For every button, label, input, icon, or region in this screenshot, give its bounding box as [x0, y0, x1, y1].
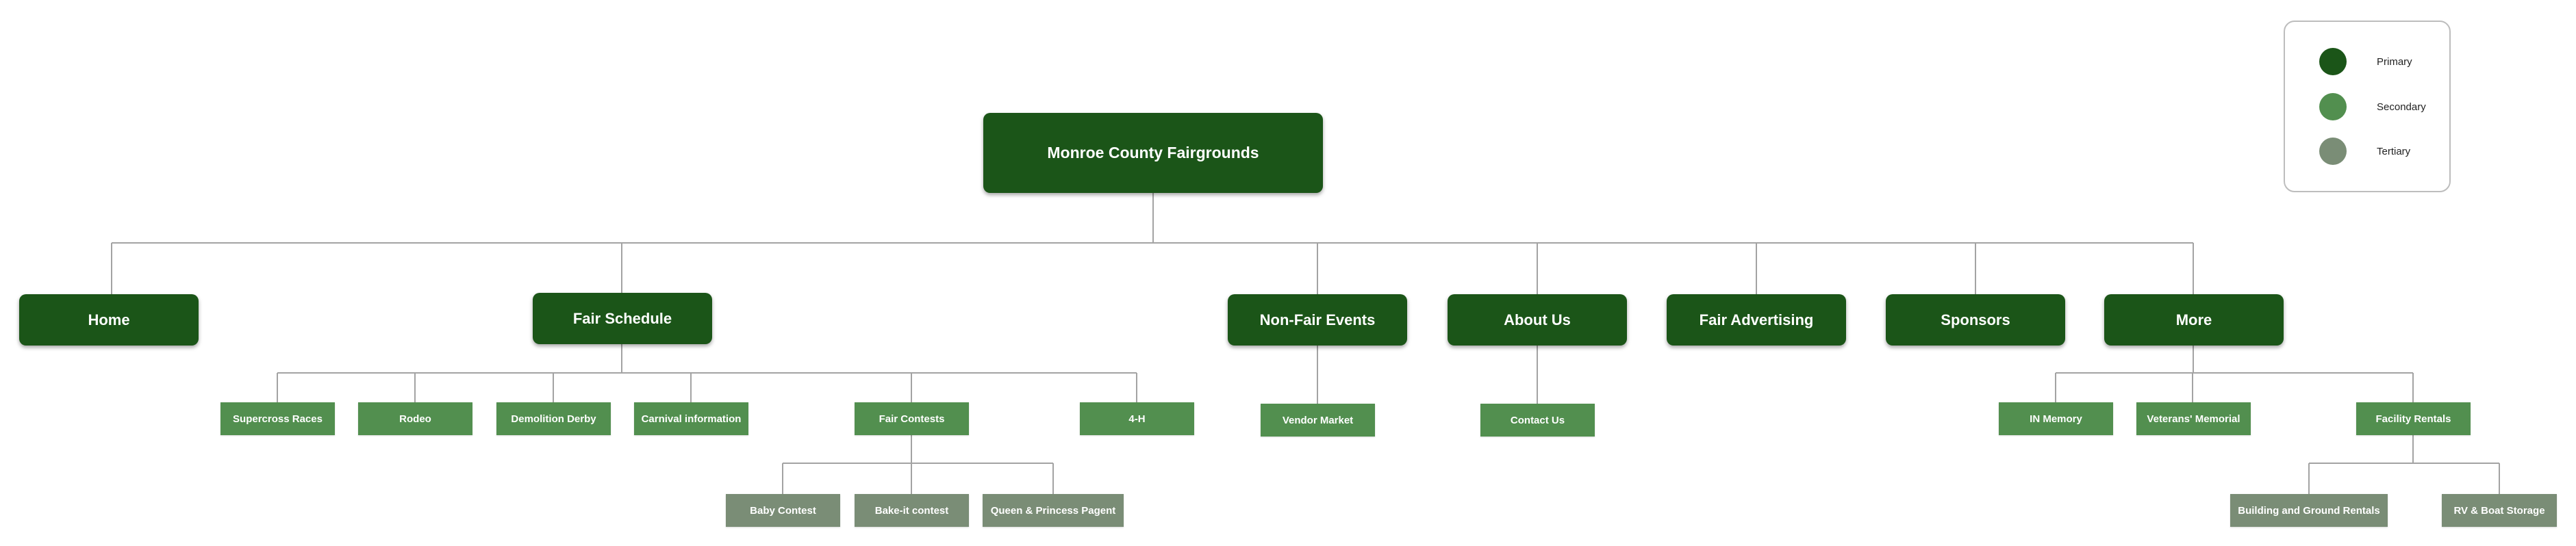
node-fair-schedule[interactable]: Fair Schedule	[533, 293, 712, 344]
legend-label-secondary: Secondary	[2377, 101, 2426, 113]
legend: Primary Secondary Tertiary	[2284, 21, 2451, 192]
node-supercross-races[interactable]: Supercross Races	[220, 402, 335, 435]
node-in-memory[interactable]: IN Memory	[1999, 402, 2113, 435]
legend-swatch-primary	[2319, 48, 2347, 75]
node-carnival-information[interactable]: Carnival information	[634, 402, 748, 435]
legend-swatch-tertiary	[2319, 138, 2347, 165]
legend-item-secondary: Secondary	[2285, 93, 2426, 120]
legend-label-tertiary: Tertiary	[2377, 145, 2411, 157]
legend-item-tertiary: Tertiary	[2285, 138, 2410, 165]
node-rv-boat-storage[interactable]: RV & Boat Storage	[2442, 494, 2557, 527]
node-building-and-ground-rentals[interactable]: Building and Ground Rentals	[2230, 494, 2388, 527]
node-about-us[interactable]: About Us	[1448, 294, 1627, 346]
node-rodeo[interactable]: Rodeo	[358, 402, 472, 435]
node-fair-advertising[interactable]: Fair Advertising	[1667, 294, 1846, 346]
node-bake-it-contest[interactable]: Bake-it contest	[855, 494, 969, 527]
node-contact-us[interactable]: Contact Us	[1480, 404, 1595, 437]
node-home[interactable]: Home	[19, 294, 199, 346]
node-baby-contest[interactable]: Baby Contest	[726, 494, 840, 527]
node-sponsors[interactable]: Sponsors	[1886, 294, 2065, 346]
node-queen-princess-pagent[interactable]: Queen & Princess Pagent	[983, 494, 1124, 527]
root-node-monroe-county-fairgrounds[interactable]: Monroe County Fairgrounds	[983, 113, 1323, 193]
node-demolition-derby[interactable]: Demolition Derby	[496, 402, 611, 435]
node-4-h[interactable]: 4-H	[1080, 402, 1194, 435]
legend-label-primary: Primary	[2377, 55, 2412, 68]
legend-item-primary: Primary	[2285, 48, 2412, 75]
node-fair-contests[interactable]: Fair Contests	[855, 402, 969, 435]
node-non-fair-events[interactable]: Non-Fair Events	[1228, 294, 1407, 346]
node-veterans-memorial[interactable]: Veterans' Memorial	[2136, 402, 2251, 435]
node-more[interactable]: More	[2104, 294, 2284, 346]
legend-swatch-secondary	[2319, 93, 2347, 120]
node-facility-rentals[interactable]: Facility Rentals	[2356, 402, 2471, 435]
node-vendor-market[interactable]: Vendor Market	[1261, 404, 1375, 437]
